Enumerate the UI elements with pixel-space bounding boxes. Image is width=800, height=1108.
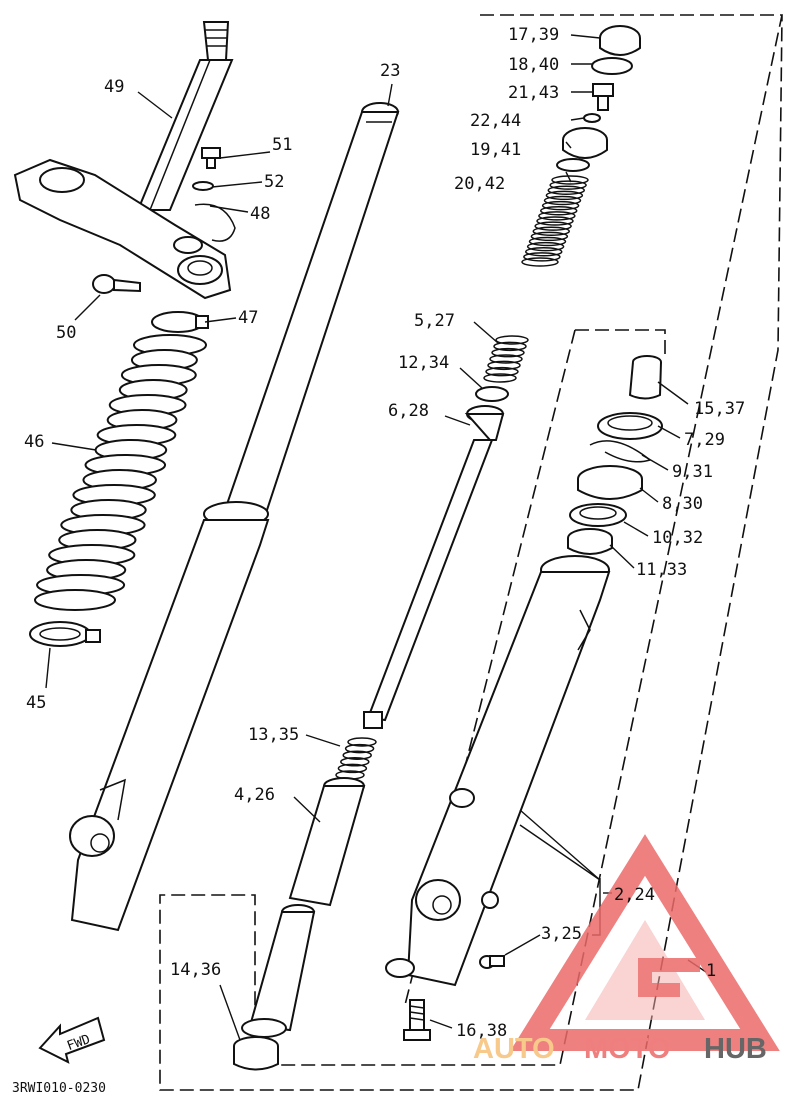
dust-seal-15 xyxy=(628,355,662,400)
washer-52 xyxy=(192,181,214,191)
drain-screw-3 xyxy=(479,955,505,969)
clip-9 xyxy=(589,440,652,463)
steering-stem xyxy=(136,21,234,211)
callout-labels: 49 51 52 48 50 47 46 45 23 17,39 18,40 2… xyxy=(24,25,745,1041)
callout-52: 52 xyxy=(264,172,284,192)
watermark-logo xyxy=(510,834,780,1051)
bolt-16 xyxy=(403,999,431,1041)
callout-18-40: 18,40 xyxy=(508,55,559,75)
fwd-arrow-icon: FWD xyxy=(38,1016,106,1064)
callout-6-28: 6,28 xyxy=(388,401,429,421)
oil-lock-piece xyxy=(241,904,316,1038)
clip-48 xyxy=(194,203,236,242)
fork-spring xyxy=(521,175,589,267)
collar-14 xyxy=(233,1036,279,1071)
callout-8-30: 8,30 xyxy=(662,494,703,514)
spring-seat-19 xyxy=(562,127,608,159)
callout-2-24: 2,24 xyxy=(614,885,655,905)
washer-20 xyxy=(556,158,590,172)
watermark-moto: MOTO xyxy=(584,1033,670,1065)
oil-seal-8 xyxy=(577,465,643,500)
callout-4-26: 4,26 xyxy=(234,785,275,805)
bolt-51 xyxy=(201,147,221,169)
fork-boot xyxy=(34,334,207,611)
callout-49: 49 xyxy=(104,77,124,97)
damper-rod-6 xyxy=(363,405,505,729)
bolt-50 xyxy=(92,274,141,294)
right-outer-tube xyxy=(385,555,611,987)
callout-9-31: 9,31 xyxy=(672,462,713,482)
callout-11-33: 11,33 xyxy=(636,560,687,580)
clamp-47 xyxy=(151,311,209,333)
left-outer-tube xyxy=(69,501,270,932)
drawing-code: 3RWI010-0230 xyxy=(12,1081,106,1096)
watermark-auto: AUTO xyxy=(473,1033,555,1065)
callout-19-41: 19,41 xyxy=(470,140,521,160)
fork-cap-17 xyxy=(599,25,641,56)
callout-13-35: 13,35 xyxy=(248,725,299,745)
taper-spindle-4 xyxy=(288,777,366,907)
piston-ring-12 xyxy=(475,386,509,402)
callout-46: 46 xyxy=(24,432,44,452)
callout-51: 51 xyxy=(272,135,292,155)
callout-22-44: 22,44 xyxy=(470,111,521,131)
spring-13 xyxy=(335,737,377,780)
inner-tube-23 xyxy=(223,102,400,511)
callout-48: 48 xyxy=(250,204,270,224)
callout-16-38: 16,38 xyxy=(456,1021,507,1041)
callout-3-25: 3,25 xyxy=(541,924,582,944)
watermark-hub: HUB xyxy=(704,1033,767,1065)
oring-18 xyxy=(591,57,633,75)
callout-15-37: 15,37 xyxy=(694,399,745,419)
watermark-text: AUTO MOTO HUB xyxy=(473,1033,767,1065)
callout-1: 1 xyxy=(706,961,716,981)
callout-21-43: 21,43 xyxy=(508,83,559,103)
callout-7-29: 7,29 xyxy=(684,430,725,450)
callout-12-34: 12,34 xyxy=(398,353,449,373)
callout-47: 47 xyxy=(238,308,258,328)
callout-45: 45 xyxy=(26,693,46,713)
callout-17-39: 17,39 xyxy=(508,25,559,45)
callout-14-36: 14,36 xyxy=(170,960,221,980)
nut-21 xyxy=(592,83,614,111)
callout-23: 23 xyxy=(380,61,400,81)
clamp-45 xyxy=(29,621,101,647)
washer-22 xyxy=(583,113,601,123)
callout-50: 50 xyxy=(56,323,76,343)
bushing-11 xyxy=(567,528,613,555)
washer-10 xyxy=(569,503,627,527)
callout-5-27: 5,27 xyxy=(414,311,455,331)
callout-10-32: 10,32 xyxy=(652,528,703,548)
callout-20-42: 20,42 xyxy=(454,174,505,194)
leader-lines xyxy=(45,34,707,1041)
rebound-spring-5 xyxy=(483,335,529,383)
dust-seal-7 xyxy=(597,412,663,440)
under-bracket xyxy=(13,158,232,300)
